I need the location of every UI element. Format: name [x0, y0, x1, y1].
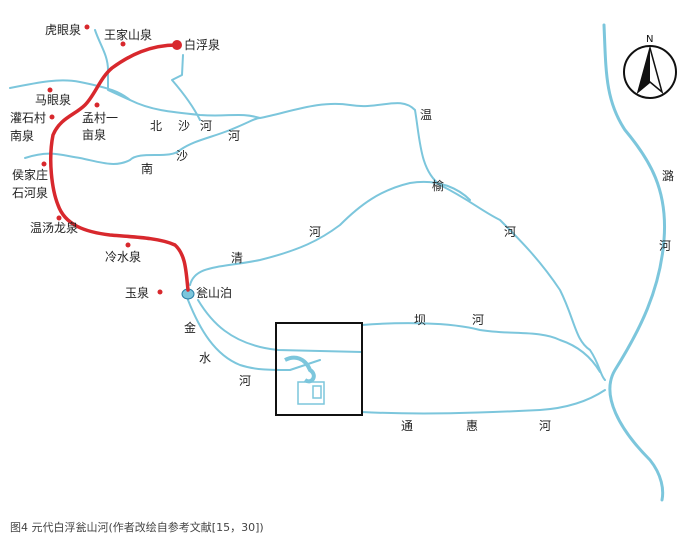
river-label: 潞	[662, 168, 674, 183]
label-wengshanpo: 瓮山泊	[196, 286, 232, 300]
river-label: 坝	[414, 313, 426, 327]
river-label: 河	[472, 313, 484, 327]
qing-river	[189, 180, 471, 286]
spring-dot	[120, 41, 126, 47]
label-wentang: 温汤龙泉	[30, 221, 78, 235]
spring-dot	[56, 215, 62, 221]
label-mayan: 马眼泉	[35, 93, 71, 107]
river-label: 金	[184, 320, 196, 335]
compass-label: N	[646, 34, 653, 45]
spring-dots	[41, 24, 182, 295]
river-label: 通	[401, 419, 413, 433]
rivers	[9, 23, 667, 502]
river-label: 温	[420, 108, 432, 122]
spring-dot	[125, 242, 131, 248]
label-houjiazhuang: 侯家庄	[12, 167, 48, 182]
river-label: 河	[200, 119, 212, 133]
city-lake	[284, 355, 316, 384]
label-mengcun-2: 亩泉	[82, 127, 106, 142]
ba-river	[361, 322, 601, 373]
baifu-branch	[171, 54, 201, 121]
river-label: 河	[239, 374, 251, 388]
label-guanshi: 灌石村	[10, 111, 46, 125]
river-label: 河	[228, 129, 240, 143]
river-label: 河	[659, 239, 671, 253]
imperial-city	[297, 381, 325, 405]
spring-dot	[84, 24, 90, 30]
label-houjiazhuang-2: 石河泉	[12, 186, 48, 200]
wenyu-river	[259, 102, 606, 381]
label-baifu: 白浮泉	[184, 37, 220, 52]
lu-river	[602, 23, 667, 502]
nansha-river	[24, 117, 261, 165]
river-label: 河	[309, 225, 321, 239]
river-label: 水	[199, 351, 211, 365]
north-arrow-icon: N	[623, 34, 677, 99]
spring-dot	[47, 87, 53, 93]
label-huyan: 虎眼泉	[45, 23, 81, 37]
river-label: 沙	[178, 119, 190, 133]
label-wangjiashan: 王家山泉	[104, 27, 152, 42]
spring-dot	[49, 114, 55, 120]
tonghui-river	[361, 389, 606, 415]
river-label: 惠	[466, 419, 478, 433]
label-guanshi-2: 南泉	[10, 128, 34, 143]
baifu-route	[48, 43, 190, 292]
dadu-city	[275, 322, 363, 416]
figure-caption: 图4 元代白浮瓮山河(作者改绘自参考文献[15，30])	[10, 521, 264, 534]
palace	[312, 385, 322, 399]
river-label: 沙	[176, 149, 188, 163]
river-label: 榆	[432, 178, 444, 193]
spring-dot	[172, 40, 182, 50]
spring-dot	[157, 289, 163, 295]
city-wall	[275, 322, 363, 416]
river-label: 清	[231, 251, 243, 265]
river-label: 北	[150, 119, 162, 133]
city-canal	[197, 299, 363, 353]
spring-dot	[41, 161, 47, 167]
jinshui-river	[187, 299, 321, 371]
label-yuquan: 玉泉	[125, 286, 149, 300]
label-lengshui: 冷水泉	[105, 250, 141, 264]
river-label: 河	[539, 419, 551, 433]
river-label: 南	[141, 161, 153, 176]
label-mengcun: 孟村一	[82, 111, 118, 125]
river-label: 河	[504, 225, 516, 239]
spring-dot	[94, 102, 100, 108]
